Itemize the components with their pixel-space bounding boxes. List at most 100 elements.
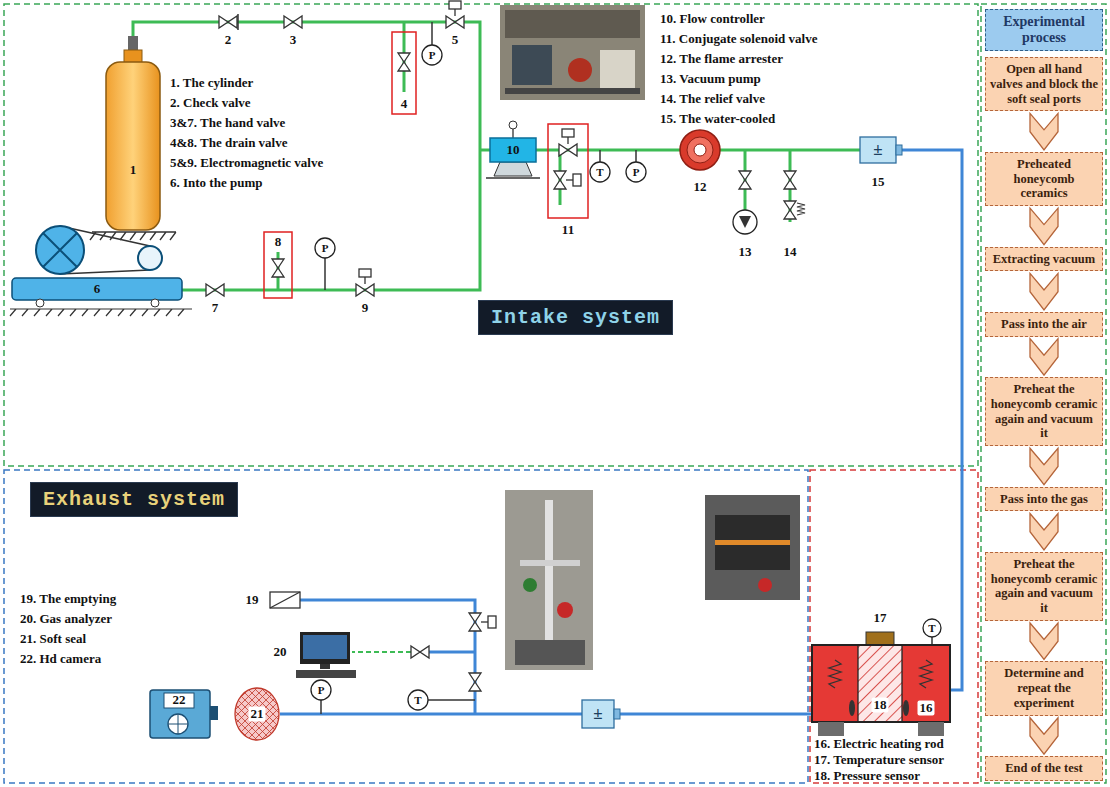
emptying-symbol — [270, 592, 300, 608]
region-frame — [4, 470, 808, 783]
heating-furnace — [812, 632, 950, 736]
valve-symbol — [446, 16, 464, 28]
callout-number: 11 — [562, 223, 574, 238]
vacuum-pump-unit — [151, 299, 159, 307]
valve-symbol — [784, 171, 796, 189]
hd-camera — [210, 706, 218, 720]
callout-number: 14 — [784, 245, 797, 260]
rig-photo — [705, 495, 800, 600]
step-text: Open all hand valves and block the soft … — [990, 62, 1098, 106]
water-cooler — [896, 145, 902, 155]
rig-photo — [523, 578, 537, 592]
heating-furnace — [812, 645, 858, 722]
process-step-box: Preheat the honeycomb ceramic again and … — [985, 552, 1103, 621]
gauge-dial — [311, 680, 331, 700]
cooler-symbol: ± — [873, 140, 882, 160]
callout-number: 6 — [94, 282, 101, 297]
vacuum-pump-symbol — [733, 210, 757, 234]
part-legend-text: 19. The emptying — [20, 592, 116, 607]
callout-number: 2 — [225, 33, 232, 48]
process-step-box: Extracting vacuum — [985, 247, 1103, 272]
valve-symbol — [272, 259, 284, 277]
gauge-stem — [599, 150, 601, 162]
process-step-box: Open all hand valves and block the soft … — [985, 57, 1103, 111]
emptying-symbol — [270, 592, 300, 608]
vacuum-pump-unit — [36, 299, 44, 307]
gauge-letter: T — [596, 166, 603, 179]
valve-symbol — [481, 616, 496, 628]
exhaust-pipe — [429, 651, 475, 654]
hd-camera — [150, 690, 210, 738]
region-frame — [810, 470, 978, 783]
gauge-letter: P — [318, 684, 325, 697]
callout-number: 4 — [401, 97, 408, 112]
step-text: Extracting vacuum — [990, 252, 1098, 267]
soft-seal — [235, 688, 279, 740]
heating-furnace — [902, 645, 950, 722]
part-legend-text: 15. The water-cooled — [660, 112, 775, 127]
rig-photo — [515, 640, 585, 665]
process-step-box: Pass into the gas — [985, 487, 1103, 512]
emptying-symbol — [270, 592, 300, 608]
rig-photo — [568, 58, 592, 82]
part-legend-text: 17. Temperature sensor — [814, 753, 944, 768]
flame-arrester — [680, 130, 720, 170]
step-text: Pass into the gas — [990, 492, 1098, 507]
vacuum-pump-symbol — [739, 216, 751, 228]
system-name: Exhaust system — [43, 488, 225, 511]
exhaust-pipe — [300, 600, 475, 714]
valve-symbol — [449, 1, 461, 16]
gauge-dial — [923, 619, 941, 637]
region-frame — [981, 4, 1106, 783]
gauge-letter: P — [322, 242, 329, 255]
callout-number: 22 — [173, 693, 186, 708]
rig-photo — [512, 45, 552, 85]
flow-chevron — [1030, 718, 1058, 755]
valve-symbol — [566, 174, 581, 186]
vacuum-pump-unit — [10, 309, 192, 316]
heating-furnace — [829, 660, 841, 688]
gauge-letter: T — [928, 622, 935, 635]
hd-camera — [168, 714, 188, 734]
gauge-dial — [315, 238, 335, 258]
gauge-dial — [422, 45, 442, 65]
step-text: Experimental process — [990, 14, 1098, 46]
signal-line — [352, 651, 411, 653]
valve-symbol — [469, 673, 481, 691]
part-legend-text: 4&8. The drain valve — [170, 136, 288, 151]
valve-symbol — [237, 14, 239, 30]
gauge-dial — [626, 162, 646, 182]
heating-furnace — [918, 722, 944, 736]
process-heading-box: Experimental process — [985, 9, 1103, 51]
callout-number: 1 — [130, 163, 137, 178]
part-legend-text: 10. Flow controller — [660, 12, 765, 27]
callout-number: 7 — [212, 301, 219, 316]
callout-number: 13 — [739, 245, 752, 260]
flow-chevron — [1030, 448, 1058, 485]
callout-number: 20 — [274, 645, 287, 660]
rig-photo — [600, 50, 635, 90]
heating-furnace — [858, 645, 902, 722]
rig-photo — [758, 578, 772, 592]
cooler-symbol: ± — [593, 704, 602, 724]
gas-cylinder — [90, 36, 176, 240]
process-step-box: Preheated honeycomb ceramics — [985, 152, 1103, 206]
process-step-box: Preheat the honeycomb ceramic again and … — [985, 377, 1103, 446]
drain-frame — [392, 32, 416, 114]
rig-photo — [500, 5, 800, 670]
step-text: Preheat the honeycomb ceramic again and … — [990, 557, 1098, 616]
flame-arrester — [680, 130, 720, 170]
part-legend-text: 12. The flame arrester — [660, 52, 783, 67]
heating-furnace — [857, 645, 858, 722]
hd-camera — [164, 693, 194, 708]
valve-symbol — [562, 129, 574, 144]
callout-number: 19 — [246, 593, 259, 608]
part-legend-text: 11. Conjugate solenoid valve — [660, 32, 817, 47]
callout-number: 5 — [452, 33, 459, 48]
part-legend-text: 6. Into the pump — [170, 176, 262, 191]
hd-camera — [150, 690, 218, 738]
valve-symbol — [554, 171, 566, 189]
valve-symbol — [739, 171, 751, 189]
